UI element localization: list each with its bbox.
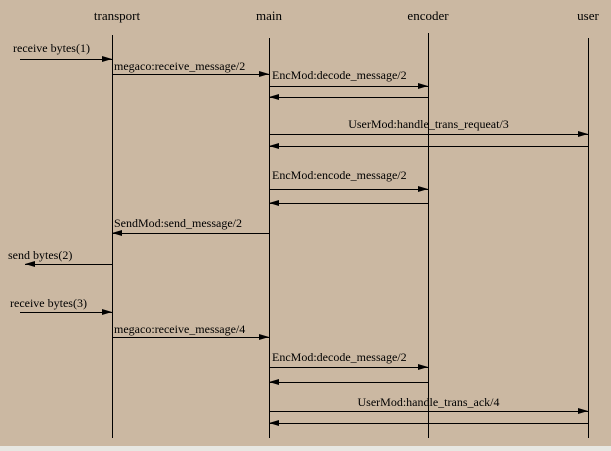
lifeline-encoder — [428, 33, 429, 438]
message-label: megaco:receive_message/2 — [114, 59, 246, 73]
message-label: UserMod:handle_trans_requeat/3 — [348, 117, 509, 131]
message-label: UserMod:handle_trans_ack/4 — [357, 395, 500, 409]
arrowhead-icon — [578, 131, 588, 137]
arrowhead-icon — [269, 143, 279, 149]
arrowhead-icon — [578, 408, 588, 414]
arrowhead-icon — [418, 364, 428, 370]
lifeline-transport — [112, 35, 113, 438]
message-line — [269, 189, 428, 190]
arrowhead-icon — [259, 71, 269, 77]
message-line — [269, 367, 428, 368]
lifeline-label-encoder: encoder — [407, 8, 449, 23]
return-line — [269, 382, 428, 383]
message-label: EncMod:decode_message/2 — [272, 350, 407, 364]
arrowhead-icon — [112, 230, 122, 236]
message-line — [20, 59, 112, 60]
return-line — [269, 146, 588, 147]
message-line — [269, 411, 588, 412]
message-line — [25, 264, 112, 265]
lifeline-label-user: user — [577, 8, 599, 23]
message-label: receive bytes(3) — [10, 296, 87, 310]
arrowhead-icon — [259, 334, 269, 340]
return-line — [269, 203, 428, 204]
message-label: send bytes(2) — [8, 248, 73, 262]
message-line — [269, 86, 428, 87]
message-line — [269, 134, 588, 135]
arrowhead-icon — [269, 379, 279, 385]
message-line — [112, 74, 269, 75]
arrowhead-icon — [269, 94, 279, 100]
arrowhead-icon — [102, 309, 112, 315]
lifeline-user — [588, 38, 589, 438]
message-label: SendMod:send_message/2 — [114, 216, 242, 230]
message-line — [112, 233, 269, 234]
message-line — [112, 337, 269, 338]
message-label: EncMod:encode_message/2 — [272, 168, 407, 182]
return-line — [269, 97, 428, 98]
arrowhead-icon — [25, 261, 35, 267]
arrowhead-icon — [418, 186, 428, 192]
lifeline-label-main: main — [256, 8, 282, 23]
message-label: megaco:receive_message/4 — [114, 322, 246, 336]
message-line — [20, 312, 112, 313]
return-line — [269, 423, 588, 424]
message-label: receive bytes(1) — [13, 41, 90, 55]
arrowhead-icon — [269, 420, 279, 426]
bottom-edge — [0, 446, 611, 451]
message-label: EncMod:decode_message/2 — [272, 68, 407, 82]
lifeline-label-transport: transport — [93, 8, 141, 23]
arrowhead-icon — [102, 56, 112, 62]
arrowhead-icon — [418, 83, 428, 89]
lifeline-main — [269, 38, 270, 438]
arrowhead-icon — [269, 200, 279, 206]
